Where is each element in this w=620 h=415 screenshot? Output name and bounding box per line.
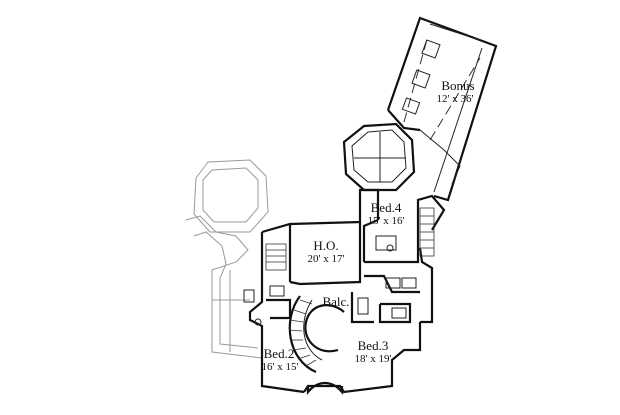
- room-name-ho: H.O.: [313, 238, 338, 253]
- room-size-bed3: 18' x 19': [355, 353, 392, 365]
- room-balc: Balc.: [322, 294, 349, 309]
- room-size-bed4: 15' x 16': [368, 215, 405, 227]
- bath-fixtures: [243, 235, 417, 326]
- room-name-bed4: Bed.4: [371, 200, 402, 215]
- main-walls: [248, 188, 446, 394]
- room-bed4: Bed.4 15' x 16': [368, 200, 405, 227]
- room-name-bonus: Bonus: [441, 78, 474, 93]
- room-size-ho: 20' x 17': [308, 253, 345, 265]
- lower-floor-outline: [185, 159, 269, 359]
- bonus-wing: [386, 16, 498, 202]
- room-size-bed2: 16' x 15': [262, 361, 299, 373]
- room-bed3: Bed.3 18' x 19': [355, 338, 392, 365]
- room-bonus: Bonus 12' x 36': [437, 78, 475, 105]
- stair-left: [265, 243, 287, 271]
- stair-right: [419, 207, 435, 257]
- room-ho: H.O. 20' x 17': [308, 238, 345, 265]
- spiral-stair: [288, 295, 345, 396]
- room-name-balc: Balc.: [322, 294, 349, 309]
- room-bed2: Bed.2 16' x 15': [262, 346, 299, 373]
- room-name-bed3: Bed.3: [358, 338, 389, 353]
- octagon-bay: [342, 122, 416, 192]
- room-name-bed2: Bed.2: [264, 346, 295, 361]
- room-size-bonus: 12' x 36': [437, 93, 474, 105]
